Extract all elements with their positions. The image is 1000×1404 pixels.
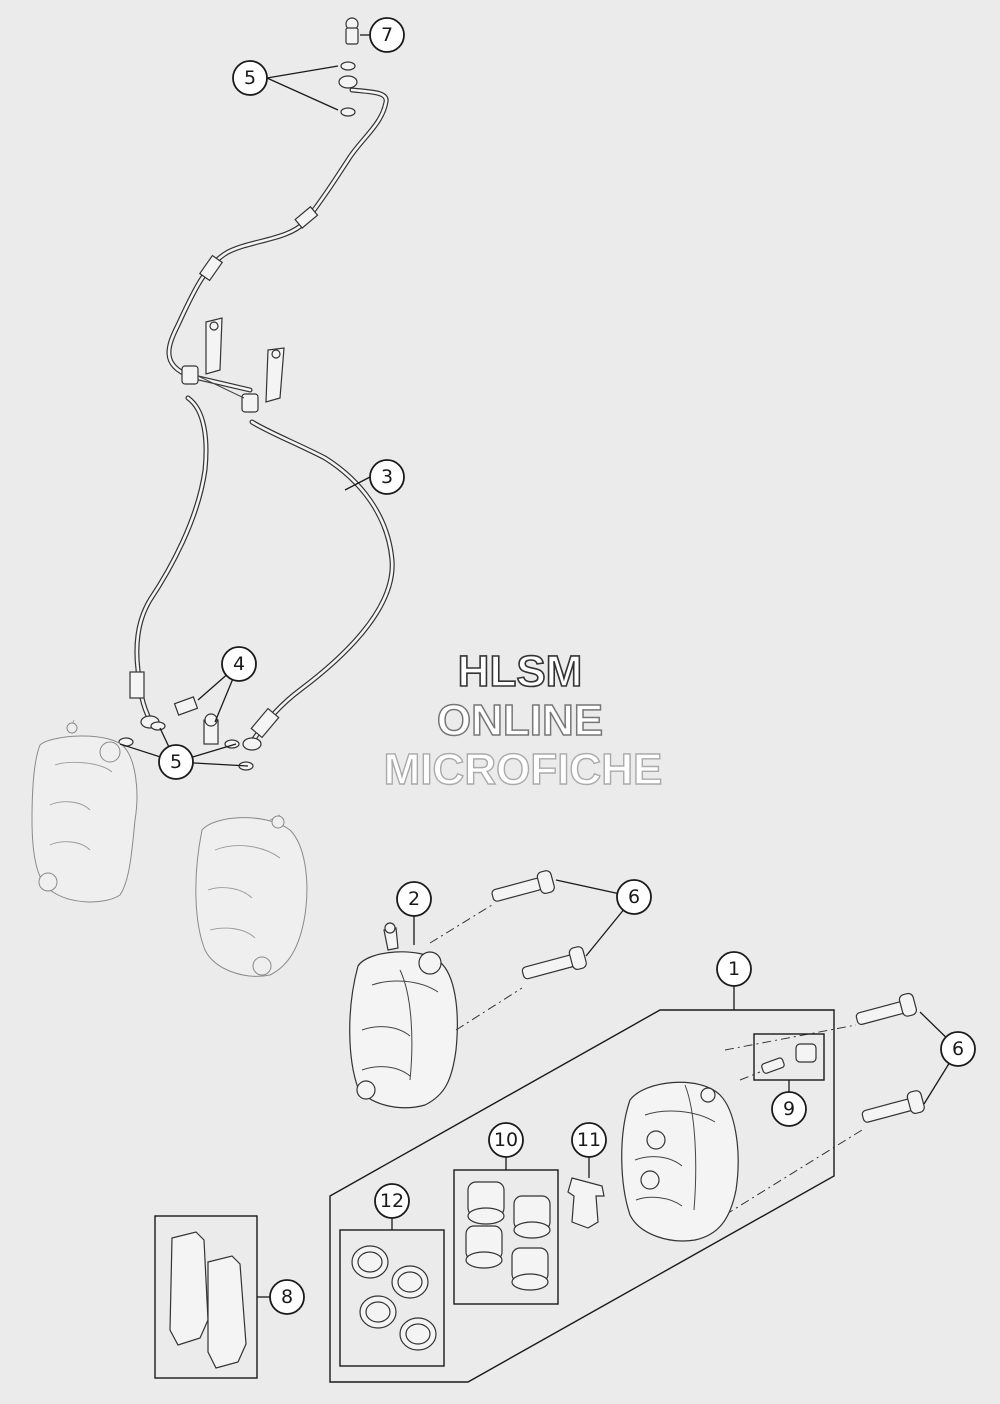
callout-label: 11 [577, 1129, 601, 1151]
callout-label: 7 [381, 24, 393, 46]
callout-8[interactable]: 8 [269, 1279, 305, 1315]
brake-caliper-2 [349, 922, 458, 1109]
callout-label: 1 [728, 958, 740, 980]
callout-6-middle[interactable]: 6 [616, 879, 652, 915]
caliper-kit-box [329, 1009, 835, 1383]
callout-label: 9 [783, 1098, 795, 1120]
watermark-line-3: MICROFICHE [384, 745, 663, 794]
callout-11[interactable]: 11 [571, 1122, 607, 1158]
callout-1[interactable]: 1 [716, 951, 752, 987]
callout-label: 8 [281, 1286, 293, 1308]
callout-4[interactable]: 4 [221, 646, 257, 682]
callout-label: 6 [952, 1038, 964, 1060]
brake-hose-assembly [118, 17, 395, 771]
seal-kit [339, 1229, 445, 1367]
ghost-caliper-right [195, 814, 308, 977]
callout-label: 12 [380, 1190, 404, 1212]
caliper-pins [429, 870, 925, 1216]
brake-pad-set [154, 1215, 258, 1379]
callout-label: 4 [233, 653, 245, 675]
callout-label: 6 [628, 886, 640, 908]
callout-12[interactable]: 12 [374, 1183, 410, 1219]
callout-label: 3 [381, 466, 393, 488]
brake-caliper-1 [621, 1081, 739, 1242]
pad-spring-clip [567, 1177, 605, 1229]
callout-5-top[interactable]: 5 [232, 60, 268, 96]
callout-label: 10 [494, 1129, 518, 1151]
callout-7[interactable]: 7 [369, 17, 405, 53]
callout-label: 5 [244, 67, 256, 89]
bleeder-kit [739, 1033, 825, 1081]
callout-3[interactable]: 3 [369, 459, 405, 495]
piston-kit [453, 1169, 559, 1305]
callout-6-right[interactable]: 6 [940, 1031, 976, 1067]
callout-label: 2 [408, 888, 420, 910]
callout-9[interactable]: 9 [771, 1091, 807, 1127]
watermark: HLSM ONLINE MICROFICHE [383, 646, 663, 795]
watermark-line-1: HLSM [458, 647, 583, 696]
watermark-line-2: ONLINE [437, 696, 603, 745]
callout-2[interactable]: 2 [396, 881, 432, 917]
callout-5-bottom[interactable]: 5 [158, 744, 194, 780]
ghost-caliper-left [31, 719, 138, 903]
callout-10[interactable]: 10 [488, 1122, 524, 1158]
callout-label: 5 [170, 751, 182, 773]
